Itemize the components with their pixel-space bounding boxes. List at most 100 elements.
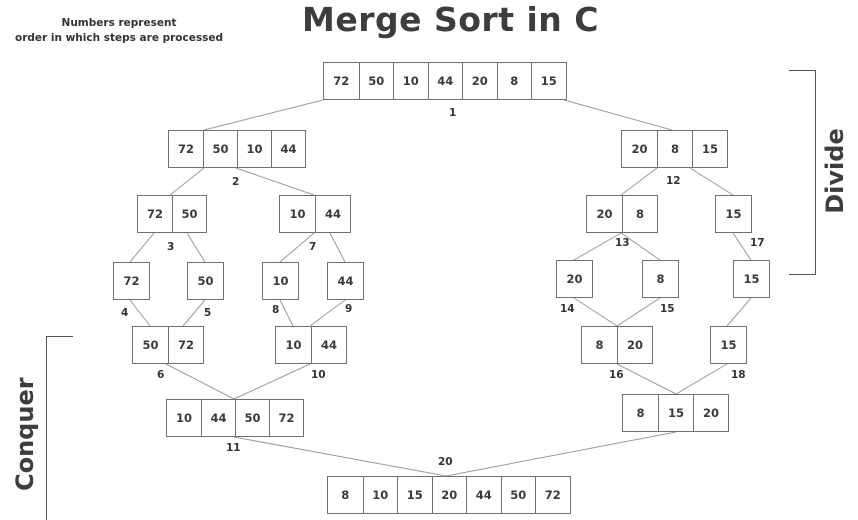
array-a17: 15 [715,195,752,233]
array-cell: 10 [237,131,271,167]
conquer-bracket [46,336,73,520]
array-cell: 44 [337,274,354,288]
array-a14: 20 [556,260,593,298]
step-number-2: 2 [232,176,240,188]
array-cell: 50 [235,400,269,436]
array-cell: 15 [397,477,432,513]
array-cell: 10 [362,477,398,513]
connector-line [732,232,752,261]
array-cell: 72 [177,142,194,156]
connector-line [182,299,206,327]
step-number-4: 4 [121,307,129,319]
connector-line [616,297,661,327]
array-cell: 44 [466,477,501,513]
step-number-20: 20 [438,456,453,468]
array-cell: 10 [272,274,289,288]
array-cell: 20 [462,63,497,99]
note-line-2: order in which steps are processed [15,32,223,44]
connector-line [445,431,677,477]
array-cell: 20 [617,327,652,363]
divide-bracket [789,70,816,275]
array-cell: 50 [197,274,214,288]
array-cell: 15 [658,395,693,431]
step-number-5: 5 [204,307,212,319]
array-cell: 15 [720,338,737,352]
connector-line [129,232,155,263]
array-cell: 44 [427,63,463,99]
connector-line [620,167,658,196]
connector-line [279,299,294,327]
array-a6: 50 72 [132,326,204,364]
array-cell: 44 [271,131,305,167]
step-number-8: 8 [272,304,280,316]
connector-line [235,167,315,196]
array-cell: 15 [531,63,566,99]
array-cell: 20 [431,477,467,513]
array-cell: 72 [168,327,203,363]
array-cell: 20 [596,207,613,221]
array-a15: 8 [642,260,679,298]
array-cell: 72 [333,74,350,88]
array-cell: 15 [743,272,760,286]
array-cell: 72 [123,274,140,288]
connector-line [203,99,324,131]
array-a16: 8 20 [581,326,653,364]
array-a5: 50 [187,262,224,300]
array-cell: 8 [657,131,692,167]
connector-line [329,232,346,263]
step-number-13: 13 [615,237,630,249]
connector-line [129,299,151,327]
connector-line [620,232,661,261]
step-number-11: 11 [226,442,241,454]
connector-line [309,299,346,327]
array-cell: 50 [142,338,159,352]
array-cell: 44 [311,327,346,363]
array-cell: 20 [566,272,583,286]
array-a9: 44 [327,262,364,300]
step-number-7: 7 [309,241,317,253]
array-cell: 10 [285,338,302,352]
array-a4: 72 [113,262,150,300]
diagram-title: Merge Sort in C [302,0,599,39]
step-number-1: 1 [449,107,457,119]
step-number-3: 3 [167,241,175,253]
array-cell: 8 [595,338,604,352]
connector-line [563,99,673,131]
array-cell: 72 [269,400,303,436]
array-cell: 20 [631,142,648,156]
step-number-12: 12 [666,175,681,187]
step-number-10: 10 [311,369,326,381]
connector-line [689,167,734,196]
connector-line [165,363,235,400]
array-cell: 44 [315,196,350,232]
array-a10: 10 44 [275,326,347,364]
array-cell: 50 [172,196,206,232]
array-a17b: 15 [733,260,770,298]
array-cell: 72 [146,207,163,221]
connector-line [233,436,447,477]
array-cell: 8 [656,272,665,286]
divide-label: Divide [821,128,849,214]
connector-line [726,297,752,327]
array-cell: 10 [175,411,192,425]
array-cell: 20 [693,395,728,431]
array-cell: 8 [341,488,350,502]
connector-line [233,363,311,400]
note-line-1: Numbers represent [61,17,177,29]
array-cell: 15 [725,207,742,221]
array-a8: 10 [262,262,299,300]
connector-line [169,167,205,196]
array-cell: 8 [636,406,645,420]
step-number-9: 9 [345,303,353,315]
step-number-14: 14 [560,303,575,315]
connector-line [675,363,728,395]
array-a18: 15 [710,326,747,364]
step-number-6: 6 [157,369,165,381]
